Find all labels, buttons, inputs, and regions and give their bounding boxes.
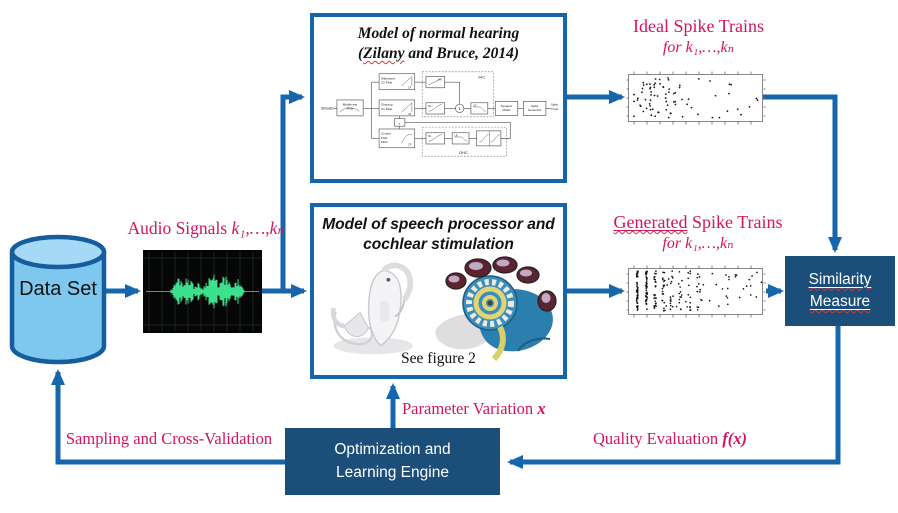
arrow-similarity-to-optimization xyxy=(507,324,841,469)
diagram-label-ohc: OHC xyxy=(459,150,468,155)
quality-evaluation-label: Quality Evaluation f(x) xyxy=(593,429,747,448)
arrow-ideal-raster-to-similarity xyxy=(762,94,842,253)
see-figure-caption: See figure 2 xyxy=(401,350,476,367)
normal-hearing-title-line2: (Zilany and Bruce, 2014) xyxy=(357,45,520,63)
diagram-label-lp: LP xyxy=(455,134,458,137)
generated-spike-trains-subtitle: for k₁,…,kₙ xyxy=(662,234,734,252)
generated-spike-raster xyxy=(626,265,766,318)
diagram-label: Path xyxy=(381,136,388,140)
speech-processor-title-line2: cochlear stimulation xyxy=(363,236,514,254)
normal-hearing-title: Model of normal hearing (Zilany and Bruc… xyxy=(314,17,563,64)
diagram-label: Middle-ear xyxy=(343,103,358,107)
diagram-label: Chirping xyxy=(381,103,393,107)
optimization-engine-box: Optimization and Learning Engine xyxy=(285,428,500,495)
diagram-label-tau: τ xyxy=(399,122,401,126)
diagram-label-ihc: IHC xyxy=(478,74,485,79)
speech-processor-title-line1: Model of speech processor and xyxy=(322,216,555,233)
speech-processor-title: Model of speech processor and cochlear s… xyxy=(314,207,563,255)
diagram-label: Wideband xyxy=(381,76,395,80)
diagram-label-nl: NL xyxy=(428,135,432,138)
sampling-cross-validation-label: Sampling and Cross-Validation xyxy=(65,429,273,448)
arrow-optimization-to-dataset xyxy=(51,369,287,465)
audio-waveform-image xyxy=(143,250,262,333)
diagram-label: Generator xyxy=(528,108,541,112)
diagram-label: C1 Filter xyxy=(381,107,393,111)
hearing-aid-image xyxy=(330,262,414,355)
diagram-label-cf: CF xyxy=(408,113,412,116)
ideal-spike-trains-label: Ideal Spike Trains for k₁,…,kₙ xyxy=(606,16,791,57)
diagram-label: Spike xyxy=(531,104,539,108)
ideal-spike-raster xyxy=(626,71,766,125)
diagram-label: Spike xyxy=(551,103,558,107)
diagram-label: C2 Filter xyxy=(381,81,393,85)
diagram-label: Times xyxy=(551,107,559,111)
similarity-line2: Measure xyxy=(809,293,871,310)
audio-signals-label: Audio Signals k₁,…,kₙ xyxy=(127,218,285,238)
diagram-label-nl: NL xyxy=(428,105,432,108)
diagram-label: Control xyxy=(381,132,391,136)
audio-k-expression: k₁,…,kₙ xyxy=(231,218,285,238)
misspelled-word: Zilany xyxy=(363,45,405,63)
normal-hearing-title-line1: Model of normal hearing xyxy=(357,25,520,42)
diagram-label: Filter xyxy=(381,140,388,144)
arrow-audio-to-normal-model xyxy=(280,90,305,291)
parameter-variation-label: Parameter Variation x xyxy=(402,399,546,418)
diagram-label-lp: LP xyxy=(473,105,476,108)
diagram-label: Filter xyxy=(347,106,354,110)
ideal-spike-trains-subtitle: for k₁,…,kₙ xyxy=(662,38,735,56)
speech-processor-model-box: Model of speech processor and cochlear s… xyxy=(310,203,567,379)
auditory-model-block-diagram: Stimulus Middle-ear Filter Wideband C2 F… xyxy=(321,71,559,157)
cochlea-image xyxy=(435,256,557,361)
diagram-label-inv: INV xyxy=(438,79,443,82)
diagram-label-cf: CF xyxy=(408,143,412,146)
diagram-label-stimulus: Stimulus xyxy=(321,107,334,111)
similarity-line1: Similarity xyxy=(808,270,872,288)
similarity-measure-box: Similarity Measure xyxy=(785,256,895,326)
dataset-label: Data Set xyxy=(19,278,97,300)
diagram-label: Model xyxy=(502,108,510,112)
generated-spike-trains-label: Generated Spike Trains for k₁,…,kₙ xyxy=(598,212,798,253)
diagram-label: Synapse xyxy=(501,104,513,108)
diagram-label-sigma: Σ xyxy=(458,106,461,111)
normal-hearing-model-box: Model of normal hearing (Zilany and Bruc… xyxy=(310,13,567,183)
dataset-cylinder xyxy=(9,234,107,365)
ideal-spike-trains-title: Ideal Spike Trains xyxy=(632,16,764,36)
generated-spike-trains-title: Generated Spike Trains xyxy=(613,212,783,232)
diagram-label-cf: CF xyxy=(408,87,412,90)
optimization-line2: Learning Engine xyxy=(336,463,449,481)
optimization-line1: Optimization and xyxy=(334,441,451,459)
